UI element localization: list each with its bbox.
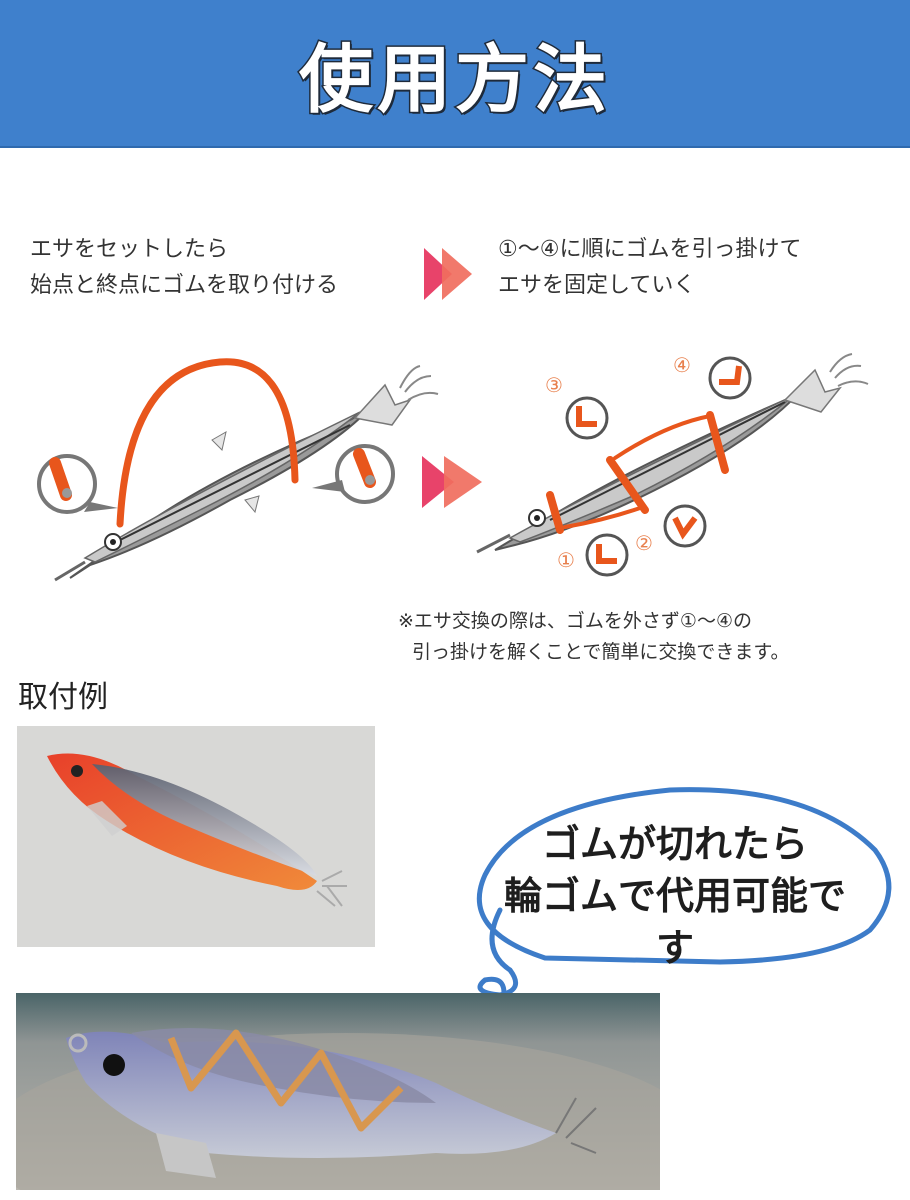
callout-point-4: ④ [673,353,752,400]
step-2-line-2: エサを固定していく [498,273,696,298]
note-line-2: 引っ掛けを解くことで簡単に交換できます。 [412,641,790,663]
double-chevron-right-icon [424,248,472,300]
rubber-band-wraps [167,1029,404,1132]
callout-point-3: ③ [545,373,609,440]
step-2-instructions: ①〜④に順にゴムを引っ掛けて エサを固定していく [498,232,801,304]
callout-end-point [312,444,395,504]
bubble-message: ゴムが切れたら 輪ゴムで代用可能です [490,818,860,974]
step-2-line-1: ①〜④に順にゴムを引っ掛けて [498,237,802,262]
step-1-instructions: エサをセットしたら 始点と終点にゴムを取り付ける [30,232,338,304]
step-1-line-2: 始点と終点にゴムを取り付ける [30,273,339,298]
callout-point-2: ② [635,504,707,555]
bubble-line-2: 輪ゴムで代用可能です [503,874,846,970]
diagram-hook-band: ① ② ③ ④ [476,353,869,577]
note-line-1: ※エサ交換の際は、ゴムを外さず①〜④の [398,610,752,632]
bait-exchange-note: ※エサ交換の際は、ゴムを外さず①〜④の 引っ掛けを解くことで簡単に交換できます。 [398,606,790,668]
example-photo-purple-jig [16,993,660,1190]
example-photo-orange-jig [17,726,375,947]
step-1-line-1: エサをセットしたら [30,237,229,262]
bait-fish-illustration [476,353,869,554]
label-4: ④ [673,353,691,377]
double-chevron-right-icon [422,456,482,508]
callout-start-point [37,454,118,514]
rubber-band-wraps [546,411,729,534]
example-heading: 取付例 [18,680,108,715]
page-title: 使用方法 [298,35,611,124]
bubble-line-1: ゴムが切れたら [541,822,808,866]
header-banner: 使用方法 [0,0,910,148]
callout-point-1: ① [557,533,629,577]
label-1: ① [557,548,575,572]
label-2: ② [635,531,653,555]
label-3: ③ [545,373,563,397]
diagram-attach-band [37,358,439,582]
rubber-band [116,358,299,528]
